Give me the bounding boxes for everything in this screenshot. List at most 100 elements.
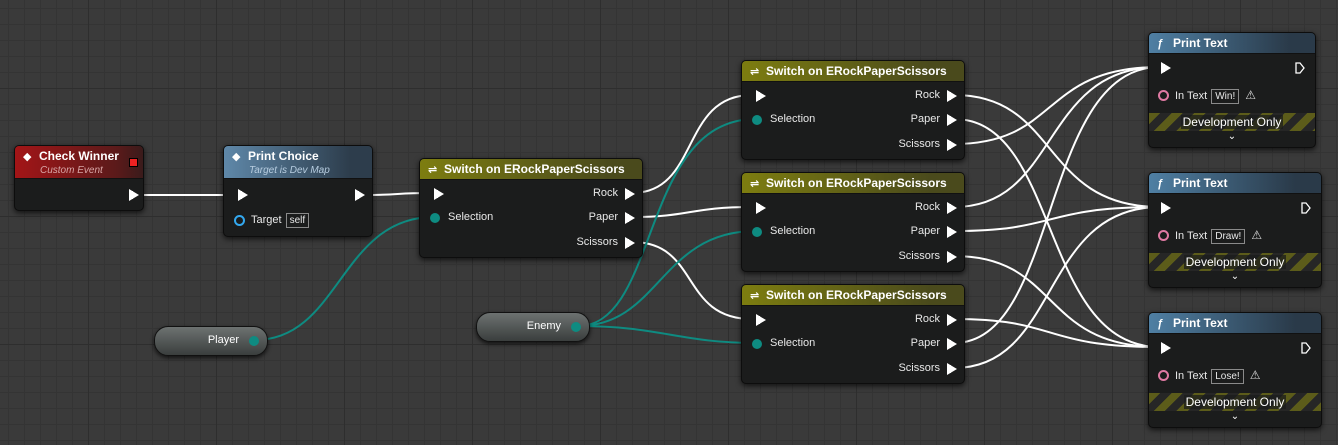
print-text-header: ƒ Print Text — [1149, 33, 1315, 54]
switch-node-rock[interactable]: ⇌Switch on ERockPaperScissors Selection … — [741, 60, 965, 160]
delegate-pin-icon[interactable] — [129, 158, 138, 167]
output-rock-label: Rock — [592, 187, 618, 199]
output-rock-label: Rock — [914, 313, 940, 325]
switch-title: Switch on ERockPaperScissors — [766, 288, 947, 302]
switch-header: ⇌ Switch on ERockPaperScissors — [420, 159, 642, 180]
output-paper-label: Paper — [588, 211, 618, 223]
enemy-variable-label: Enemy — [526, 320, 561, 332]
switch-header: ⇌ Switch on ERockPaperScissors — [742, 173, 964, 194]
development-only-label: Development Only — [1183, 395, 1287, 409]
selection-label: Selection — [770, 225, 816, 237]
enemy-variable-node[interactable]: Enemy — [476, 312, 590, 342]
in-text-pin[interactable] — [1158, 90, 1169, 101]
paper-exec-pin[interactable] — [625, 212, 635, 224]
exec-wire — [953, 118, 1161, 348]
in-text-label: In Text — [1175, 90, 1208, 102]
exec-wire — [953, 94, 1161, 208]
selection-pin[interactable] — [752, 339, 762, 349]
player-variable-node[interactable]: Player — [154, 326, 268, 356]
scissors-exec-pin[interactable] — [947, 363, 957, 375]
selection-label: Selection — [770, 337, 816, 349]
switch-enum-icon: ⇌ — [750, 66, 760, 78]
switch-node-main[interactable]: ⇌Switch on ERockPaperScissors Selection … — [419, 158, 643, 258]
check-winner-event-node[interactable]: ◆ Check Winner Custom Event — [14, 145, 144, 211]
paper-exec-pin[interactable] — [947, 226, 957, 238]
exec-in-pin[interactable] — [756, 314, 766, 326]
print-choice-title: Print Choice — [248, 149, 319, 163]
switch-node-paper[interactable]: ⇌Switch on ERockPaperScissors Selection … — [741, 172, 965, 272]
exec-out-pin[interactable] — [1301, 342, 1311, 354]
exec-out-pin[interactable] — [1301, 202, 1311, 214]
switch-enum-icon: ⇌ — [750, 290, 760, 302]
rock-exec-pin[interactable] — [625, 188, 635, 200]
function-f-icon: ƒ — [1157, 178, 1164, 190]
switch-title: Switch on ERockPaperScissors — [444, 162, 625, 176]
chevron-down-icon[interactable]: ⌄ — [1227, 131, 1237, 142]
exec-in-pin[interactable] — [1161, 202, 1171, 214]
switch-enum-icon: ⇌ — [750, 178, 760, 190]
selection-pin[interactable] — [430, 213, 440, 223]
exec-in-pin[interactable] — [434, 188, 444, 200]
in-text-pin[interactable] — [1158, 230, 1169, 241]
output-paper-label: Paper — [910, 113, 940, 125]
exec-wire — [953, 66, 1161, 208]
rock-exec-pin[interactable] — [947, 314, 957, 326]
exec-wire — [953, 206, 1161, 369]
development-only-label: Development Only — [1180, 115, 1284, 129]
print-text-title: Print Text — [1173, 36, 1228, 50]
function-f-icon: ƒ — [1157, 318, 1164, 330]
in-text-value[interactable]: Draw! — [1211, 229, 1246, 244]
chevron-down-icon[interactable]: ⌄ — [1230, 411, 1240, 422]
check-winner-subtitle: Custom Event — [40, 165, 103, 176]
in-text-label: In Text — [1175, 230, 1208, 242]
rock-exec-pin[interactable] — [947, 90, 957, 102]
output-rock-label: Rock — [914, 89, 940, 101]
switch-node-scissors[interactable]: ⇌Switch on ERockPaperScissors Selection … — [741, 284, 965, 384]
exec-wire — [631, 94, 753, 194]
output-scissors-label: Scissors — [576, 236, 618, 248]
exec-in-pin[interactable] — [238, 189, 248, 201]
event-diamond-icon: ◆ — [23, 151, 32, 163]
development-only-label: Development Only — [1183, 255, 1287, 269]
function-f-icon: ƒ — [1157, 38, 1164, 50]
warning-icon: ⚠ — [1245, 88, 1256, 102]
exec-wire — [953, 66, 1161, 344]
exec-in-pin[interactable] — [1161, 342, 1171, 354]
switch-title: Switch on ERockPaperScissors — [766, 176, 947, 190]
target-pin[interactable] — [234, 215, 245, 226]
check-winner-title: Check Winner — [39, 149, 119, 163]
rock-exec-pin[interactable] — [947, 202, 957, 214]
in-text-pin[interactable] — [1158, 370, 1169, 381]
exec-in-pin[interactable] — [1161, 62, 1171, 74]
exec-out-pin[interactable] — [129, 189, 139, 201]
in-text-value[interactable]: Win! — [1211, 89, 1240, 104]
switch-enum-icon: ⇌ — [428, 164, 438, 176]
paper-exec-pin[interactable] — [947, 338, 957, 350]
target-value[interactable]: self — [285, 213, 310, 228]
enemy-output-pin[interactable] — [571, 322, 581, 332]
exec-in-pin[interactable] — [756, 202, 766, 214]
enum-wire — [577, 325, 757, 344]
exec-out-pin[interactable] — [355, 189, 365, 201]
scissors-exec-pin[interactable] — [947, 251, 957, 263]
in-text-value[interactable]: Lose! — [1211, 369, 1244, 384]
player-variable-label: Player — [207, 334, 239, 346]
selection-pin[interactable] — [752, 227, 762, 237]
exec-out-pin[interactable] — [1295, 62, 1305, 74]
paper-exec-pin[interactable] — [947, 114, 957, 126]
player-output-pin[interactable] — [249, 336, 259, 346]
scissors-exec-pin[interactable] — [947, 139, 957, 151]
scissors-exec-pin[interactable] — [625, 237, 635, 249]
exec-in-pin[interactable] — [756, 90, 766, 102]
selection-pin[interactable] — [752, 115, 762, 125]
exec-wire — [953, 206, 1161, 232]
chevron-down-icon[interactable]: ⌄ — [1230, 271, 1240, 282]
exec-wire — [953, 318, 1161, 348]
output-scissors-label: Scissors — [898, 138, 940, 150]
